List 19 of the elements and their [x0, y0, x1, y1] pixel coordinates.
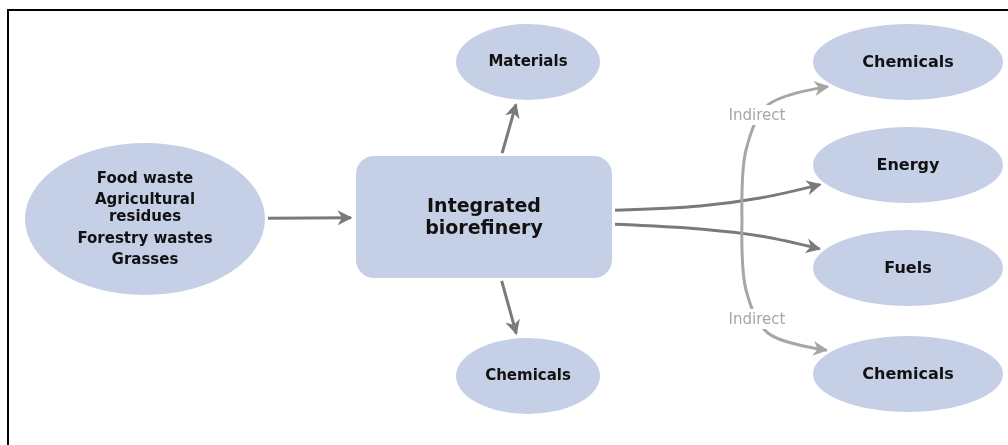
arrow: [740, 81, 830, 221]
node-label: Agricultural residues: [93, 191, 197, 226]
process-box: [356, 156, 612, 278]
node-label: Forestry wastes: [77, 229, 213, 247]
node-label: Chemicals: [485, 367, 571, 385]
arrow: [500, 102, 520, 154]
arrow: [614, 180, 822, 212]
node-label: Grasses: [111, 250, 179, 269]
node-label: Materials: [488, 53, 568, 71]
arrow: [614, 222, 821, 253]
node-label: Integrated biorefinery: [424, 195, 544, 239]
arrow: [500, 280, 520, 336]
arrow: [740, 219, 829, 356]
node-label: Chemicals: [862, 52, 954, 72]
node-label: Chemicals: [862, 364, 954, 384]
node-label: Fuels: [884, 258, 932, 278]
node-label: Energy: [876, 155, 940, 175]
arrow: [268, 210, 353, 226]
node-label: Food waste: [96, 169, 194, 188]
